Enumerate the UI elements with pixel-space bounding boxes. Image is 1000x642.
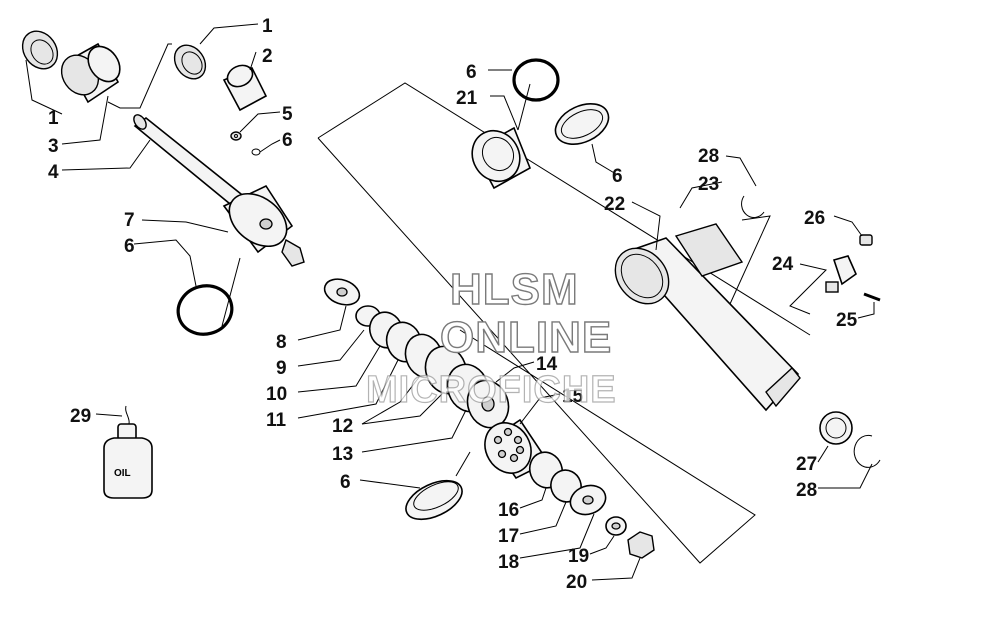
watermark-line-3: MICROFICHE (366, 369, 617, 411)
part-27-end-cap (819, 411, 853, 445)
leader-lines (25, 23, 875, 581)
callout-18: 18 (498, 552, 519, 573)
part-6-oring-left (176, 284, 234, 336)
watermark-line-1: HLSM (450, 265, 579, 314)
callout-29: 29 (70, 406, 91, 427)
callout-27: 27 (796, 454, 817, 475)
callout-6: 6 (466, 62, 477, 83)
part-20-nut (627, 531, 655, 559)
valve-stack-washers (323, 278, 510, 429)
part-5-screw (230, 131, 242, 141)
washer-hole (582, 495, 594, 505)
callout-28: 28 (698, 146, 719, 167)
part-22-shock-body (614, 237, 801, 412)
callout-10: 10 (266, 384, 287, 405)
callout-22: 22 (604, 194, 625, 215)
shim-hole (481, 396, 495, 412)
watermark: HLSM ONLINE MICROFICHE (365, 264, 617, 411)
watermark-line-2: ONLINE (440, 313, 612, 362)
part-1-bushing-top (173, 44, 207, 80)
part-6-band-bottom (405, 479, 463, 521)
part-4-shaft (133, 114, 305, 267)
callout-7: 7 (124, 210, 135, 231)
part-23-label-sleeve (674, 223, 744, 277)
callout-4: 4 (48, 162, 59, 183)
callout-17: 17 (498, 526, 519, 547)
callout-2: 2 (262, 46, 273, 67)
part-28-snap-ring-bottom (853, 434, 881, 468)
part-2-spacer (222, 64, 268, 112)
callout-14: 14 (536, 354, 558, 375)
callout-16: 16 (498, 500, 519, 521)
callout-6: 6 (340, 472, 351, 493)
oil-bottle-label: OIL (114, 468, 131, 479)
part-28-snap-ring-top (741, 195, 765, 218)
callout-numbers: 1 2 1 3 4 5 6 7 6 8 9 10 11 12 13 14 15 … (48, 16, 858, 593)
callout-3: 3 (48, 136, 59, 157)
callout-1: 1 (262, 16, 273, 37)
callout-20: 20 (566, 572, 587, 593)
callout-25: 25 (836, 310, 858, 331)
callout-8: 8 (276, 332, 287, 353)
callout-11: 11 (266, 410, 287, 431)
callout-13: 13 (332, 444, 353, 465)
callout-9: 9 (276, 358, 287, 379)
callout-6: 6 (612, 166, 623, 187)
callout-12: 12 (332, 416, 353, 437)
washer-hole (336, 287, 348, 297)
callout-23: 23 (698, 174, 719, 195)
part-21-seal-head (471, 126, 532, 190)
part-24-valve-body (825, 255, 857, 293)
callout-24: 24 (772, 254, 794, 275)
callout-5: 5 (282, 104, 293, 125)
washer-hole (611, 522, 621, 530)
callout-28: 28 (796, 480, 817, 501)
part-26-valve-cap (859, 234, 873, 246)
callout-6: 6 (282, 130, 293, 151)
callout-6: 6 (124, 236, 135, 257)
part-6-band-right (554, 103, 610, 145)
callout-26: 26 (804, 208, 825, 229)
part-6-small-oring (251, 148, 261, 156)
callout-21: 21 (456, 88, 478, 109)
part-25-valve-core (863, 292, 881, 302)
part-3-sleeve (60, 42, 121, 104)
part-29-oil-bottle: OIL (103, 405, 153, 499)
part-6-oring-top (512, 58, 560, 102)
callout-19: 19 (568, 546, 589, 567)
callout-1: 1 (48, 108, 59, 129)
callout-15: 15 (562, 386, 584, 407)
part-1-bushing-top-left (21, 30, 59, 70)
